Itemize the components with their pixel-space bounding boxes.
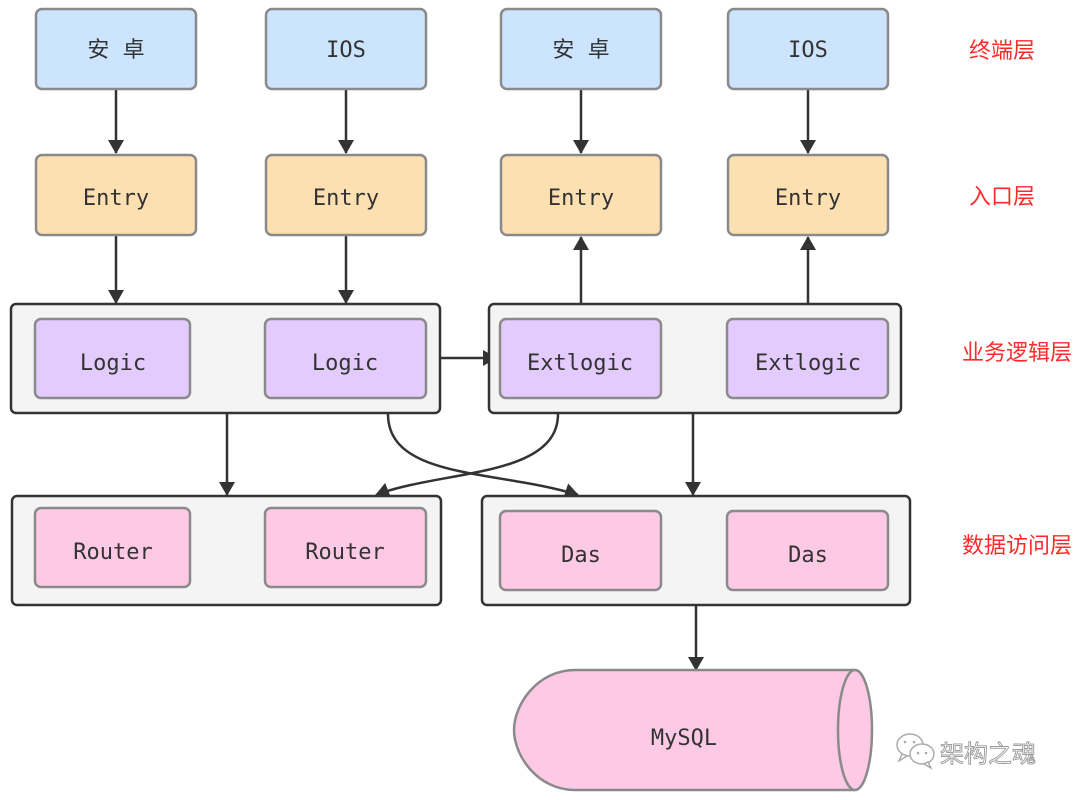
node-label: Entry (313, 186, 379, 211)
node-label: Entry (775, 186, 841, 211)
watermark: 架构之魂 (896, 733, 1036, 770)
layer-labels: 终端层 入口层 业务逻辑层 数据访问层 (962, 39, 1072, 559)
node-label: Router (73, 540, 152, 565)
terminal-layer: 安 卓 IOS 安 卓 IOS (34, 7, 890, 91)
node-entry-1[interactable]: Entry (34, 153, 198, 237)
node-label: Entry (83, 186, 149, 211)
node-mysql[interactable]: MySQL (512, 668, 874, 792)
node-android-2[interactable]: 安 卓 (499, 7, 663, 91)
node-android-1[interactable]: 安 卓 (34, 7, 198, 91)
node-label: IOS (326, 38, 366, 63)
wechat-icon (896, 733, 935, 770)
node-entry-3[interactable]: Entry (499, 153, 663, 237)
database-cylinder-icon (512, 668, 855, 792)
node-router-1[interactable]: Router (33, 506, 192, 589)
node-entry-2[interactable]: Entry (264, 153, 428, 237)
node-extlogic-1[interactable]: Extlogic (498, 317, 663, 400)
node-logic-1[interactable]: Logic (33, 317, 192, 400)
edge-logic-das (386, 413, 579, 499)
node-label: Entry (548, 186, 614, 211)
node-label: Router (305, 540, 384, 565)
node-label: Logic (80, 351, 146, 376)
node-label: IOS (788, 38, 828, 63)
node-label: 安 卓 (552, 38, 609, 63)
entry-layer: Entry Entry Entry Entry (34, 153, 890, 237)
layer-label-data: 数据访问层 (962, 534, 1072, 559)
node-das-2[interactable]: Das (725, 509, 890, 592)
node-logic-2[interactable]: Logic (263, 317, 428, 400)
edge-extlogic-router (375, 413, 560, 498)
logic-layer: Logic Logic Extlogic Extlogic (9, 302, 903, 415)
node-ios-1[interactable]: IOS (264, 7, 428, 91)
node-entry-4[interactable]: Entry (726, 153, 890, 237)
layer-label-entry: 入口层 (969, 185, 1035, 210)
node-ios-2[interactable]: IOS (726, 7, 890, 91)
data-layer: Router Router Das Das (10, 494, 912, 607)
layer-label-terminal: 终端层 (969, 39, 1035, 64)
node-label: Das (561, 543, 601, 568)
node-label: 安 卓 (87, 38, 144, 63)
node-label: Logic (312, 351, 378, 376)
node-label: Das (788, 543, 828, 568)
watermark-text: 架构之魂 (940, 740, 1036, 768)
node-label: Extlogic (755, 351, 861, 376)
node-das-1[interactable]: Das (498, 509, 663, 592)
node-label: MySQL (651, 726, 717, 751)
database-cylinder-cap (836, 668, 874, 792)
node-router-2[interactable]: Router (263, 506, 428, 589)
node-label: Extlogic (527, 351, 633, 376)
node-extlogic-2[interactable]: Extlogic (725, 317, 890, 400)
layer-label-logic: 业务逻辑层 (962, 341, 1072, 366)
